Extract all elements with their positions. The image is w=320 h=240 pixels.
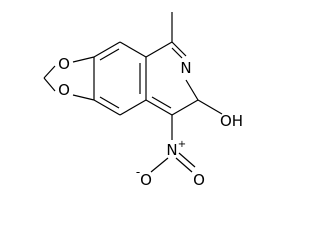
bond-n2-c3 [185,79,199,101]
charge-label-plus: + [178,139,186,150]
bond-o-top-ch2 [43,65,56,79]
atom-label-hydroxyl: OH [220,112,243,130]
atom-label-oxygen-bottom: O [58,81,70,99]
bond-c3-c4 [171,99,199,116]
chemical-structure: O O N OH N + O - O [43,12,243,189]
bond-nitro-o-right [175,157,193,173]
bond-c8-c7 [93,41,121,58]
charge-label-minus: - [136,165,140,179]
bond-c8-c7-inner [99,48,120,61]
bond-c5-c4a [119,99,147,116]
atom-label-oxygen-top: O [58,55,70,73]
bond-c6-c5 [93,99,121,116]
bond-c4-c4a [145,99,173,116]
bond-c6-c5-inner [99,96,120,109]
bond-c4-c4a-inner [151,96,172,109]
bond-c6-o-bottom [72,94,95,101]
atom-label-nitro-oxygen-right: O [193,171,205,189]
bond-o-bottom-ch2 [43,77,56,92]
atom-label-nitro-oxygen-left: O [140,171,152,189]
bond-nitro-o-right-inner [178,152,196,168]
bond-c1-n2 [171,41,187,57]
bond-c8a-c1 [145,41,173,58]
bond-c8a-c8 [119,41,147,58]
atom-label-nitro-nitrogen: N [166,141,177,159]
bond-c3-oh [197,99,223,115]
bond-c7-o-top [72,56,95,63]
bond-c1-n2-inner [171,47,183,59]
atom-label-nitrogen: N [180,59,191,77]
bond-nitro-o-left [150,157,169,173]
